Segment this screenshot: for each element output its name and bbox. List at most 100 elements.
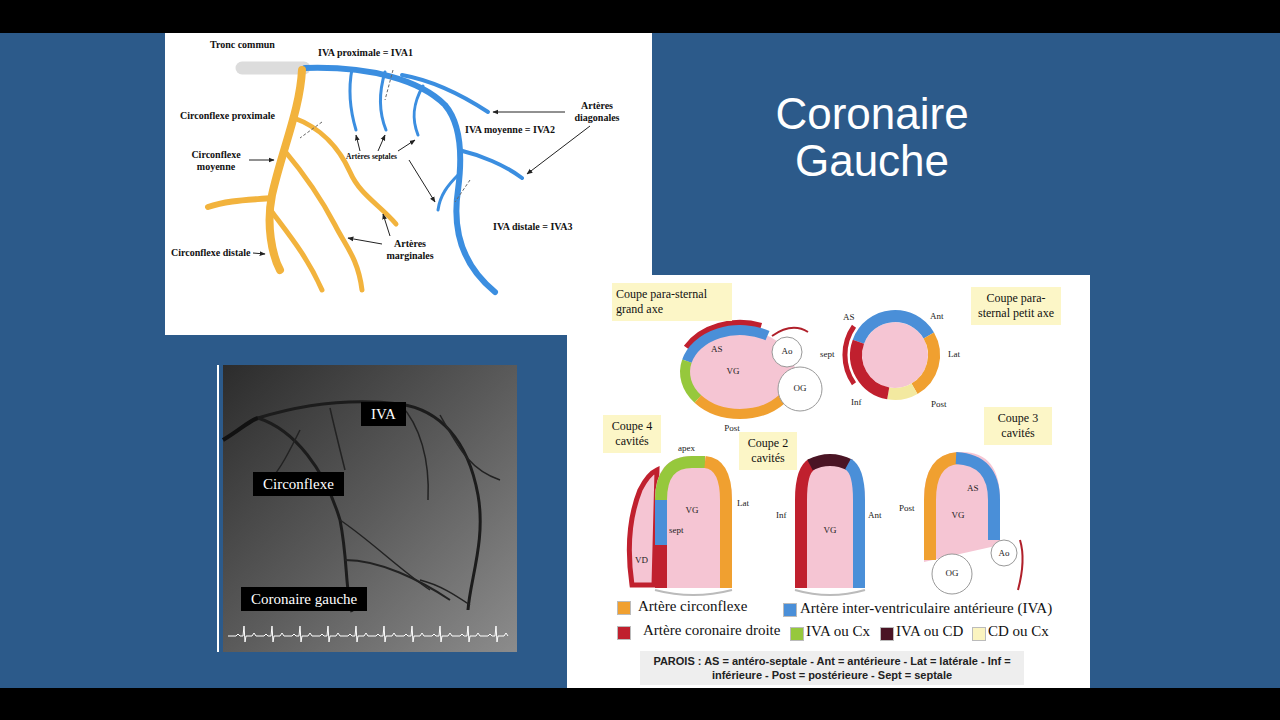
box-text: Coupe 4 cavités [607, 419, 657, 449]
box-text: Coupe 2 cavités [743, 436, 793, 466]
aorta [991, 540, 1017, 566]
leader-line [356, 135, 360, 151]
wall-label: Ao [994, 548, 1014, 559]
leader-line [348, 238, 382, 244]
circumflex-branch [208, 198, 272, 207]
artery-label: Artères diagonales [567, 100, 627, 124]
angio-vessel [340, 520, 430, 590]
leader-line [398, 140, 415, 151]
view-label: Coupe para-sternal grand axe [612, 283, 732, 321]
ecg-trace [228, 626, 508, 642]
catheter [223, 418, 258, 440]
cd-or-cx-segment [888, 389, 914, 394]
wall-label: sept [820, 349, 835, 360]
left-ventricle [795, 455, 865, 588]
wall-label: AS [967, 483, 979, 494]
wall-label: Ant [868, 510, 882, 521]
legend-text: Artère inter-ventriculaire antérieure (I… [800, 599, 1052, 617]
angio-vessel [258, 418, 352, 612]
slide-background [0, 33, 1280, 688]
cx-wall-segment [705, 462, 726, 588]
left-atrium [778, 367, 822, 411]
box-text: Circonflexe [263, 475, 334, 493]
valve-plane [795, 590, 865, 595]
septal-artery [414, 86, 423, 135]
segment-divider [300, 122, 322, 138]
angio-vessel [420, 580, 470, 605]
leader-line [383, 214, 390, 236]
angio-vessel [330, 408, 345, 470]
artery-label: Circonflexe proximale [180, 110, 275, 122]
wall-label: Inf [851, 397, 862, 408]
artery-label: Circonflexe distale [171, 247, 251, 259]
marginal-artery [294, 118, 396, 224]
box-text: Coupe 3 cavités [988, 411, 1048, 441]
lad-wall-segment [848, 464, 859, 588]
abbreviation-note: PAROIS : AS = antéro-septale - Ant = ant… [640, 651, 1024, 685]
angio-label: Coronaire gauche [241, 587, 367, 611]
wall-label: Inf [776, 510, 787, 521]
slide-title: Coronaire Gauche [752, 90, 992, 184]
rca-wall-segment [856, 342, 888, 394]
wall-label: VG [948, 510, 968, 521]
coronary-vessel [772, 328, 808, 336]
artery-label: Circonflexe moyenne [185, 149, 247, 173]
wall-label: apex [678, 443, 695, 454]
leader-line [409, 160, 435, 202]
wall-label: VG [682, 505, 702, 516]
valve-plane [655, 590, 732, 595]
segment-divider [385, 70, 393, 100]
lad-artery [305, 68, 495, 292]
angio-vessel [440, 415, 500, 480]
artery-label: Artères marginales [378, 238, 442, 262]
legend-swatch [783, 603, 797, 617]
coronary-vessel [1018, 540, 1023, 590]
artery-label: Tronc commun [210, 39, 275, 51]
angio-vessel [258, 402, 480, 610]
lad-wall-segment [687, 330, 768, 361]
lad-wall-segment [956, 458, 994, 540]
box-text: Coupe para-sternal petit axe [975, 291, 1057, 321]
wall-label: AS [711, 344, 723, 355]
legend-swatch [790, 627, 804, 641]
wall-label: Lat [737, 498, 749, 509]
artery-label: IVA proximale = IVA1 [318, 47, 413, 59]
angio-label: Circonflexe [253, 472, 344, 496]
wall-label: OG [942, 568, 962, 579]
wall-label: VD [635, 555, 648, 566]
rca-wall-segment [655, 545, 667, 588]
left-ventricle [862, 322, 928, 388]
wall-label: Post [720, 423, 744, 434]
image-border [217, 365, 219, 652]
echo-panel [567, 275, 1090, 688]
lad-wall-segment [858, 316, 928, 342]
left-atrium [932, 554, 972, 594]
artery-label: IVA distale = IVA3 [493, 221, 573, 233]
leader-line [253, 253, 265, 254]
box-text: IVA [371, 405, 396, 423]
septal-artery [381, 72, 386, 130]
legend-text: IVA ou Cx [806, 622, 870, 640]
wall-label: VG [820, 525, 840, 536]
lad-or-cx-segment [685, 361, 698, 399]
aorta [772, 337, 802, 367]
rca-wall-segment [801, 464, 812, 588]
view-label: Coupe para-sternal petit axe [971, 287, 1061, 325]
wall-label: VG [723, 366, 743, 377]
angio-label: IVA [361, 402, 406, 426]
wall-label: Ao [777, 346, 797, 357]
left-ventricle [655, 456, 732, 588]
box-text: PAROIS : AS = antéro-septale - Ant = ant… [645, 654, 1019, 682]
legend-text: Artère coronaire droite [643, 621, 780, 639]
legend-text: CD ou Cx [988, 622, 1049, 640]
marginal-artery [272, 212, 322, 290]
right-ventricle [629, 470, 657, 585]
septal-artery [438, 175, 458, 210]
leader-line [249, 160, 274, 161]
view-label: Coupe 3 cavités [984, 407, 1052, 445]
wall-label: OG [790, 383, 810, 394]
wall-label: AS [843, 312, 855, 323]
artery-label: IVA moyenne = IVA2 [465, 124, 555, 136]
leader-line [493, 112, 565, 113]
